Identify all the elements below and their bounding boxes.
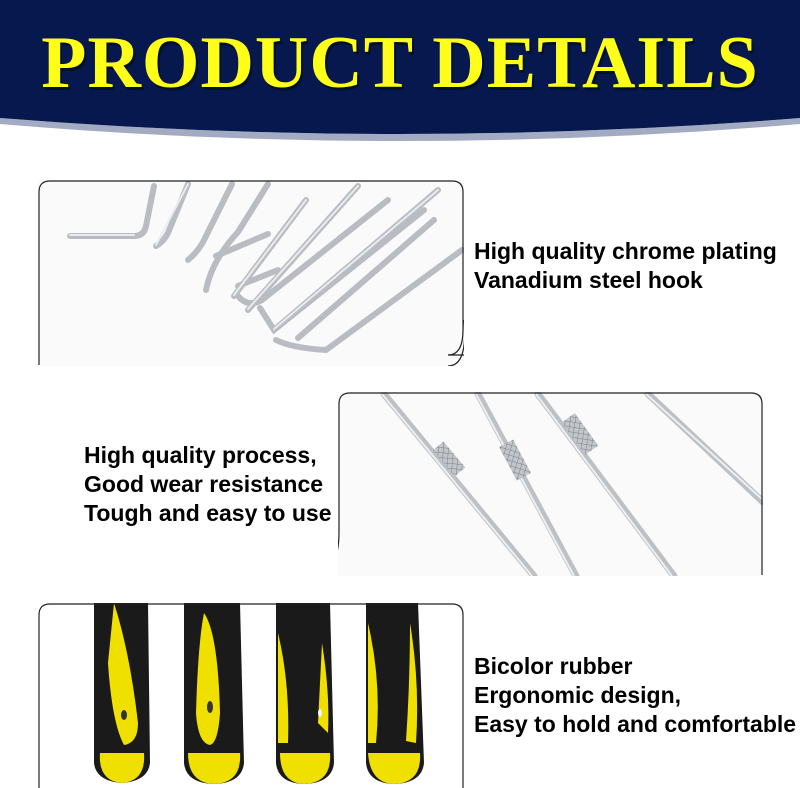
feature-line: Vanadium steel hook [474, 267, 703, 293]
feature-line: Ergonomic design, [474, 682, 682, 708]
handle-4 [366, 603, 424, 784]
header-background [0, 0, 800, 141]
knurled-shafts-image [338, 392, 763, 576]
panel-frame [38, 180, 464, 366]
handle-2 [184, 603, 244, 784]
header-banner: PRODUCT DETAILS [0, 0, 800, 150]
section-handles-text: Bicolor rubber Ergonomic design, Easy to… [474, 652, 796, 739]
handle-1 [94, 603, 150, 783]
handle-3 [276, 603, 334, 784]
section-shafts-text: High quality process, Good wear resistan… [84, 441, 332, 528]
panel-frame [338, 392, 763, 575]
feature-line: High quality chrome plating [474, 238, 777, 264]
section-handles-image [38, 603, 464, 788]
panel-frame [38, 603, 464, 788]
handles-image [38, 603, 464, 788]
section-hooks-text: High quality chrome plating Vanadium ste… [474, 237, 777, 295]
section-hooks-image [38, 180, 464, 366]
section-shafts-image [338, 392, 763, 576]
feature-line: Good wear resistance [84, 471, 324, 497]
steel-hooks-image [38, 180, 464, 366]
feature-line: Bicolor rubber [474, 653, 633, 679]
feature-line: Easy to hold and comfortable [474, 711, 797, 737]
page-title: PRODUCT DETAILS [41, 22, 759, 104]
feature-line: High quality process, [84, 442, 317, 468]
feature-line: Tough and easy to use [84, 500, 332, 526]
